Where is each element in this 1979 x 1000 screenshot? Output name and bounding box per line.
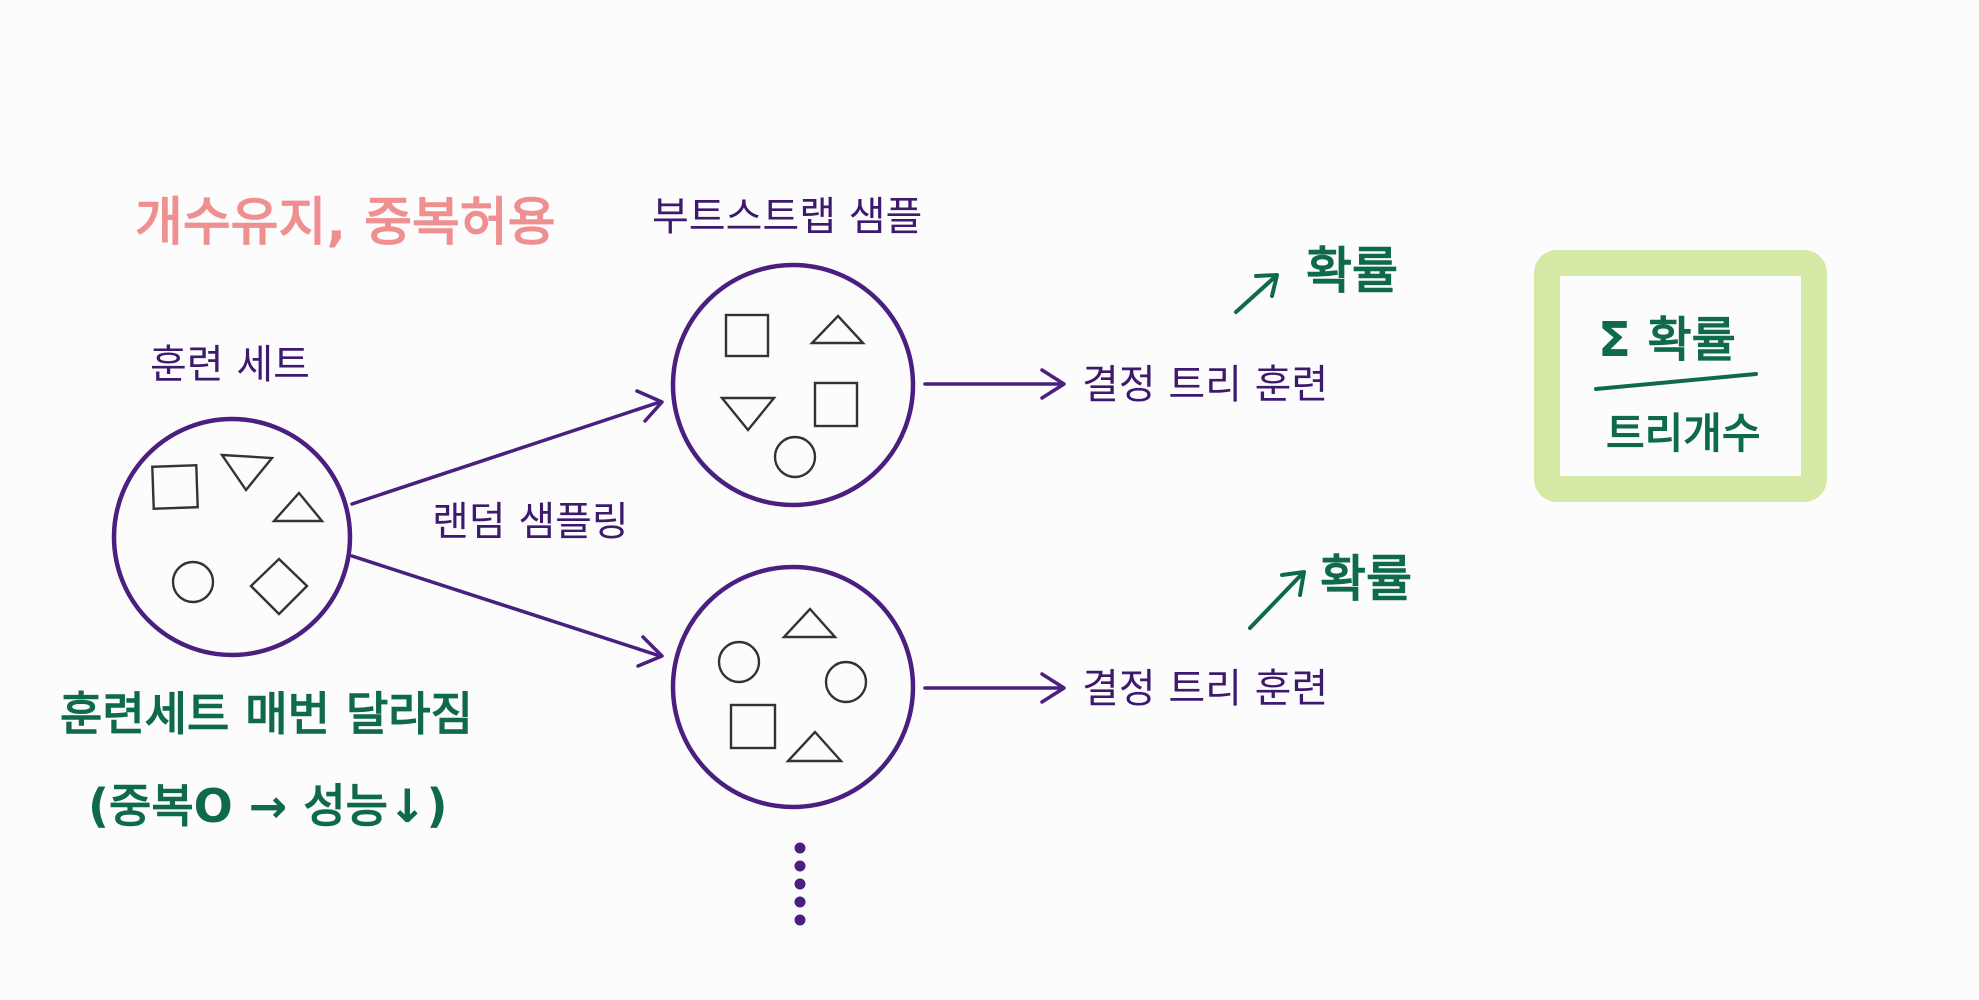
sampling-arrow-bottom	[350, 554, 664, 668]
square-shape	[151, 464, 199, 510]
probability-note-1: 확률	[1234, 242, 1398, 314]
circle-shape	[773, 435, 817, 479]
note-train-set-varies: 훈련세트 매번 달라짐	[60, 687, 473, 741]
decision-tree-train-label-1: 결정 트리 훈련	[1082, 362, 1328, 408]
svg-text:확률: 확률	[1320, 550, 1412, 608]
average-probability-formula-box: Σ 확률 트리개수	[1534, 250, 1827, 502]
square-shape	[729, 703, 777, 750]
triangle-up-shape	[271, 491, 325, 523]
decision-tree-train-label-2: 결정 트리 훈련	[1082, 666, 1328, 712]
train-arrow-1	[923, 368, 1066, 400]
bootstrap-sample-circle-1	[670, 262, 916, 508]
more-samples-dots	[794, 842, 806, 926]
diamond-shape	[249, 557, 309, 616]
triangle-up-shape	[785, 730, 844, 763]
circle-shape	[717, 640, 761, 684]
bootstrap-sample-label: 부트스트랩 샘플	[652, 194, 922, 240]
formula-numerator: Σ 확률	[1598, 312, 1736, 368]
training-set-circle	[111, 416, 353, 658]
sampling-arrow-top	[350, 389, 664, 506]
bootstrap-sample-circle-2	[670, 564, 916, 810]
train-arrow-2	[923, 672, 1066, 704]
circle-shape	[824, 660, 868, 704]
triangle-up-shape	[781, 607, 838, 639]
formula-denominator: 트리개수	[1606, 409, 1761, 458]
random-sampling-label: 랜덤 샘플링	[432, 499, 629, 545]
circle-shape	[171, 560, 215, 604]
square-shape	[724, 313, 770, 358]
triangle-up-shape	[809, 314, 866, 345]
note-keep-count-allow-duplicates: 개수유지, 중복허용	[135, 193, 556, 253]
square-shape	[813, 381, 859, 428]
training-set-label: 훈련 세트	[150, 342, 310, 388]
triangle-down-shape	[219, 453, 275, 493]
probability-note-2: 확률	[1248, 550, 1412, 630]
note-duplicates-performance: (중복O → 성능↓)	[88, 779, 448, 833]
triangle-down-shape	[719, 396, 777, 432]
svg-text:확률: 확률	[1306, 242, 1398, 300]
